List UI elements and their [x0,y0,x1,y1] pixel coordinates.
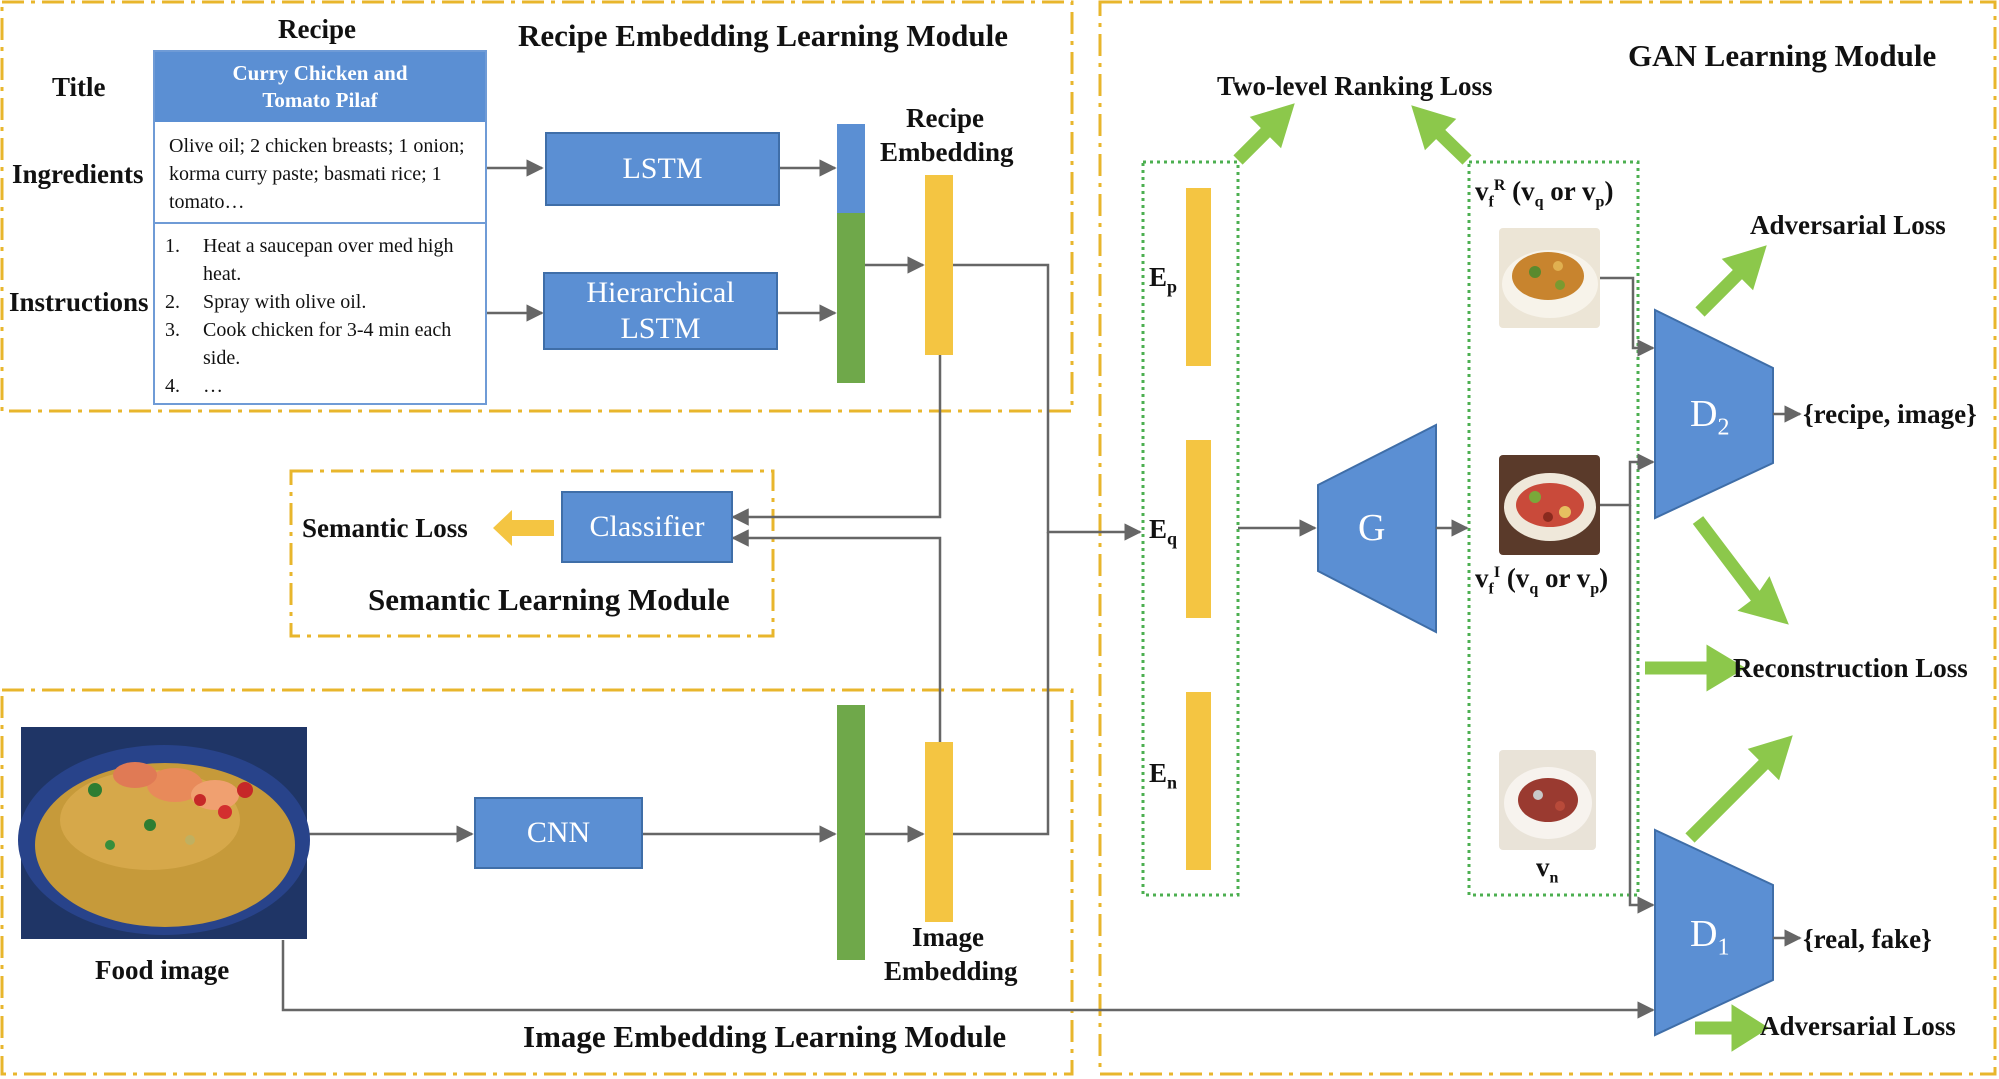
loss-arrow-reconstruction-right [1645,644,1746,692]
ingredients-label: Ingredients [12,159,144,189]
semantic-module-title: Semantic Learning Module [368,582,730,617]
loss-arrow-d2-reconstruction [1692,516,1789,625]
recipe-title-line-1: Curry Chicken and [232,60,408,85]
hier-line-2: LSTM [620,312,701,345]
lstm-output-bar-blue [837,124,865,213]
lstm-block: LSTM [545,132,780,206]
recipe-divider [155,222,485,224]
feature-group-box [1467,160,1640,897]
g-label: G [1358,507,1386,549]
gan-module-title: GAN Learning Module [1628,38,1937,73]
image-embedding-label-2: Embedding [884,956,1018,986]
food-image-label: Food image [95,955,230,985]
title-label: Title [52,72,106,102]
instruction-step: 1.Heat a saucepan over med high heat. [165,235,454,285]
generator-g [1317,423,1437,634]
embedding-group-box [1141,160,1240,897]
recipe-embedding-bar [925,175,953,355]
d2-output-label: {recipe, image} [1803,399,1977,429]
loss-arrow-d1-adversarial [1695,1004,1770,1052]
semantic-loss-arrow [493,510,554,546]
gan-module-boundary [1098,0,1997,1076]
conn-recipe-to-eq [953,263,1142,541]
d2-label: D2 [1690,393,1730,441]
ep-bar [1186,188,1211,366]
reconstruction-loss-label: Reconstruction Loss [1733,653,1968,683]
thumb-vfi-image [1499,455,1600,555]
instruction-step: 2.Spray with olive oil. [165,291,367,313]
conn-recipe-to-classifier [731,355,942,526]
adversarial-loss-bottom-label: Adversarial Loss [1760,1011,1956,1041]
en-label: En [1149,758,1178,793]
conn-food-d1 [281,940,1655,1019]
en-bar [1186,692,1211,870]
cnn-block: CNN [474,797,643,869]
loss-arrow-ep-two-level [1233,103,1295,165]
adversarial-loss-top-label: Adversarial Loss [1750,210,1946,240]
loss-arrow-feature-two-level [1411,105,1472,165]
classifier-block: Classifier [561,491,733,563]
conn-image-to-classifier [731,529,942,742]
image-embedding-label-1: Image [912,922,984,952]
conn-vfi-d2 [1600,453,1655,507]
semantic-module-boundary [289,469,775,638]
two-level-ranking-loss-label: Two-level Ranking Loss [1217,71,1493,101]
instruction-step: 3.Cook chicken for 3-4 min each side. [165,319,452,369]
instructions-label: Instructions [9,287,149,317]
vfi-label: vfI (vq or vp) [1475,563,1609,598]
recipe-module-boundary [0,0,1074,413]
recipe-instructions: 1.Heat a saucepan over med high heat. 2.… [165,232,483,400]
recipe-title-box: Curry Chicken and Tomato Pilaf [155,52,485,122]
recipe-embedding-label-1: Recipe [906,103,984,133]
image-module-title: Image Embedding Learning Module [523,1019,1007,1054]
hier-line-1: Hierarchical [586,276,735,309]
image-module-boundary [0,688,1074,1076]
recipe-ingredients-text: Olive oil; 2 chicken breasts; 1 onion; k… [169,135,465,213]
ep-label: Ep [1149,262,1178,297]
cnn-output-bar [837,705,865,960]
recipe-card: Curry Chicken and Tomato Pilaf Olive oil… [153,50,487,405]
image-embedding-bar [925,742,953,922]
loss-arrow-d2-adversarial [1695,245,1767,317]
conn-feature-d1 [1628,505,1655,914]
conn-image-to-eq [953,532,1050,836]
instruction-step: 4.… [165,375,223,397]
discriminator-d2 [1654,308,1774,520]
food-image [18,727,310,939]
recipe-module-title: Recipe Embedding Learning Module [518,18,1009,53]
vfr-label: vfR (vq or vp) [1475,176,1614,211]
d1-output-label: {real, fake} [1803,924,1932,954]
vn-label: vn [1536,852,1559,887]
discriminator-d1 [1654,828,1774,1037]
semantic-loss-label: Semantic Loss [302,513,468,543]
lstm-output-bar-green [837,213,865,383]
conn-vfr-d2 [1600,276,1655,357]
recipe-title-line-2: Tomato Pilaf [262,88,378,112]
eq-label: Eq [1149,514,1178,549]
eq-bar [1186,440,1211,618]
recipe-embedding-label-2: Embedding [880,137,1014,167]
recipe-header: Recipe [278,14,356,44]
thumb-vfr-image [1499,228,1600,328]
thumb-vn-image [1499,750,1596,850]
d1-label: D1 [1690,913,1730,961]
loss-arrow-d1-reconstruction [1685,735,1793,843]
